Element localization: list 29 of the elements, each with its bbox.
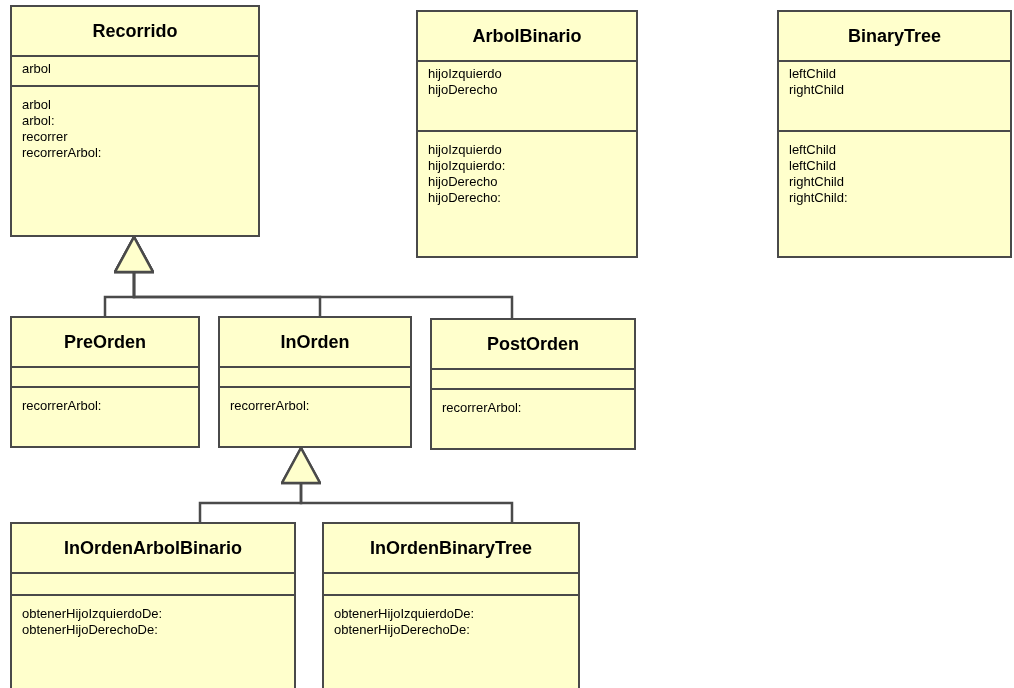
method-list: hijoIzquierdo hijoIzquierdo: hijoDerecho hijoDerecho: [428, 142, 506, 206]
class-box [777, 10, 1012, 258]
attribute-list: arbol [22, 61, 51, 77]
class-box [430, 318, 636, 450]
method-list: obtenerHijoIzquierdoDe: obtenerHijoDerechoDe: [22, 606, 163, 638]
method-list: obtenerHijoIzquierdoDe: obtenerHijoDerechoDe: [334, 606, 475, 638]
class-box [10, 522, 296, 688]
class-box [10, 5, 260, 237]
inheritance-arrow [113, 235, 514, 318]
class-box [10, 316, 200, 448]
class-name: ArbolBinario [472, 24, 582, 48]
inheritance-arrow [280, 446, 514, 522]
class-name: Recorrido [92, 19, 178, 43]
method-list: recorrerArbol: [22, 398, 102, 414]
class-name: BinaryTree [847, 24, 942, 48]
attribute-list: leftChild rightChild [789, 66, 844, 98]
method-list: leftChild leftChild rightChild rightChild: [789, 142, 848, 206]
class-name: InOrdenArbolBinario [64, 536, 242, 560]
class-box [416, 10, 638, 258]
method-list: arbol arbol: recorrer recorrerArbol: [22, 97, 102, 161]
method-list: recorrerArbol: [230, 398, 310, 414]
class-name: PostOrden [487, 332, 579, 356]
class-name: PreOrden [64, 330, 146, 354]
attribute-list: hijoIzquierdo hijoDerecho [428, 66, 502, 98]
class-box [218, 316, 412, 448]
class-box [322, 522, 580, 688]
class-name: InOrden [280, 330, 350, 354]
class-name: InOrdenBinaryTree [369, 536, 533, 560]
method-list: recorrerArbol: [442, 400, 522, 416]
